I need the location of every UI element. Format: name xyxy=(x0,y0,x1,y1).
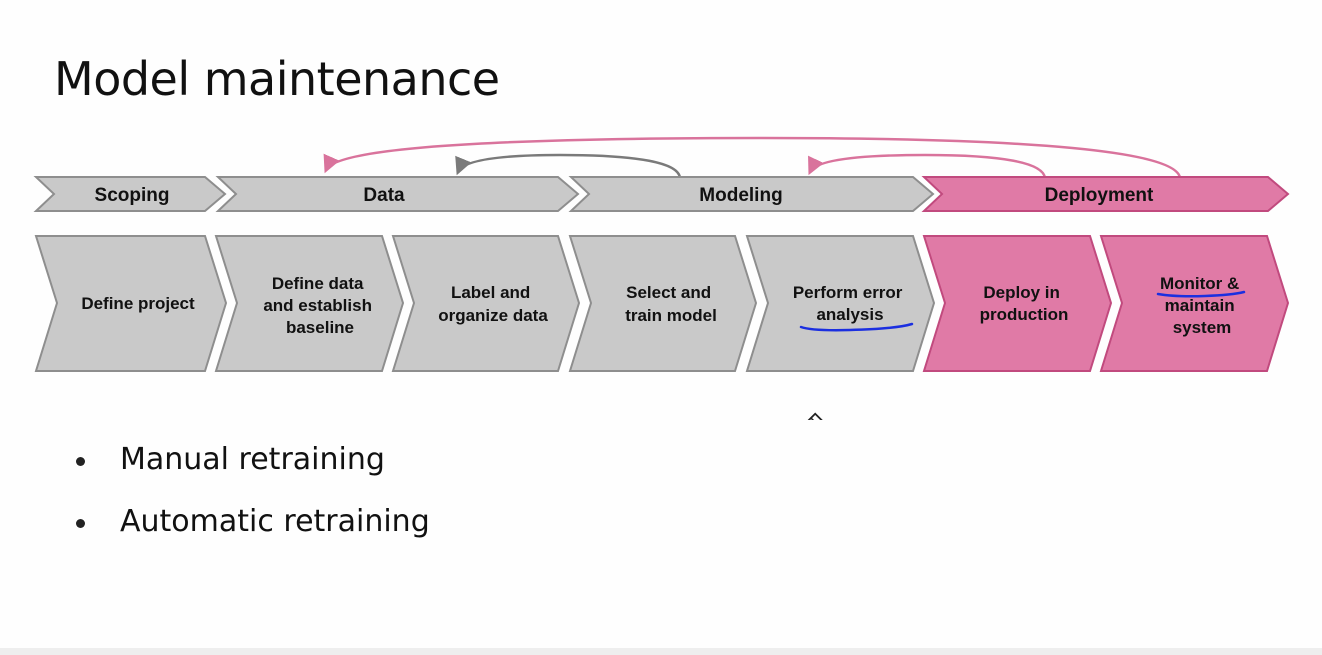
step-label-select-train: Select and train model xyxy=(625,283,717,325)
bullet-text: Manual retraining xyxy=(120,442,385,477)
stage-chevron-deployment xyxy=(921,176,1290,212)
step-label-label-data: Label and organize data xyxy=(438,283,548,325)
step-label-define-project: Define project xyxy=(81,294,195,313)
bullet-dot-icon xyxy=(76,519,85,528)
step-label-error-analysis: Perform error analysis xyxy=(793,283,907,324)
stage-label-deployment: Deployment xyxy=(1045,185,1154,206)
lifecycle-diagram: Scoping Data Modeling Deployment Define … xyxy=(33,136,1290,420)
page-title: Model maintenance xyxy=(54,52,500,106)
pencil-icon xyxy=(795,412,824,420)
bullet-text: Automatic retraining xyxy=(120,504,430,539)
step-chevron-label-data xyxy=(391,235,581,372)
feedback-arrow-deploy-to-modeling xyxy=(808,153,1047,179)
ink-underline-analysis xyxy=(799,322,914,332)
stage-label-data: Data xyxy=(363,185,405,206)
step-label-monitor: Monitor & maintain system xyxy=(1160,274,1244,337)
stage-chevron-data xyxy=(215,176,580,212)
step-chevron-deploy xyxy=(922,235,1113,372)
step-chevron-select-train xyxy=(568,235,758,372)
step-label-define-data: Define data and establish baseline xyxy=(263,274,376,337)
step-chevron-define-data xyxy=(214,235,405,372)
bottom-strip xyxy=(0,648,1322,655)
bullet-dot-icon xyxy=(76,457,85,466)
step-chevron-error-analysis xyxy=(745,235,936,372)
step-chevron-monitor xyxy=(1099,235,1290,372)
feedback-arrow-modeling-to-data xyxy=(455,153,682,179)
stage-label-modeling: Modeling xyxy=(699,185,782,206)
step-chevron-define-project xyxy=(34,235,228,372)
stage-chevron-modeling xyxy=(568,176,935,212)
stage-label-scoping: Scoping xyxy=(95,185,170,206)
stage-chevron-scoping xyxy=(33,176,227,212)
step-label-deploy: Deploy in production xyxy=(980,283,1069,324)
feedback-arrow-monitor-to-data xyxy=(323,136,1182,179)
ink-underline-monitor xyxy=(1156,290,1246,298)
